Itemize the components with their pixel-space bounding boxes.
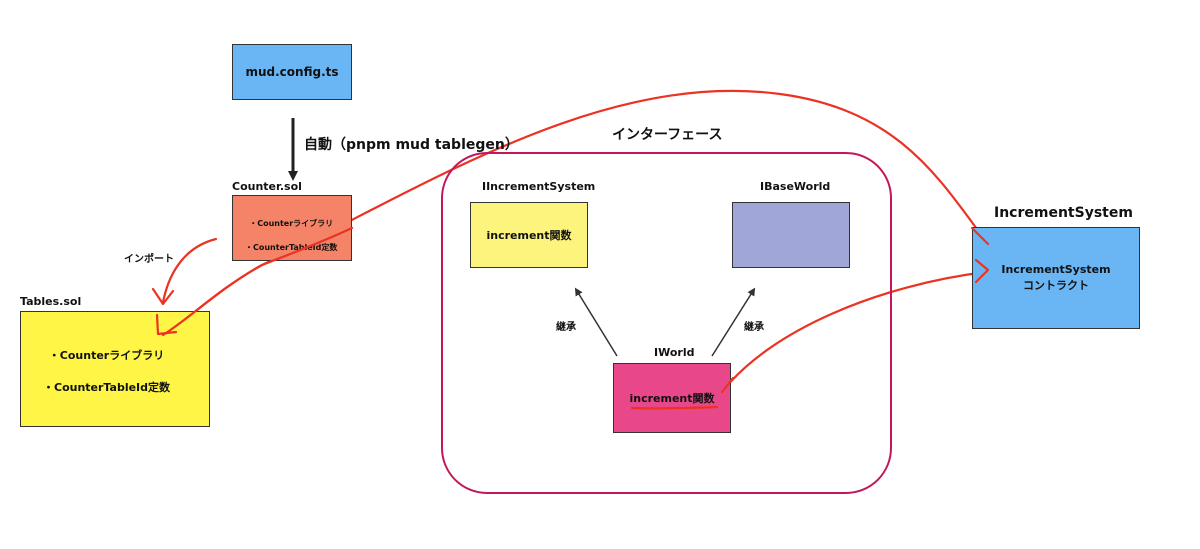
autogen-label: 自動（pnpm mud tablegen）	[304, 137, 519, 153]
increment-system-box: IncrementSystem コントラクト	[972, 227, 1140, 329]
iworld-body: increment関数	[629, 392, 715, 405]
counter-sol-box: ・Counterライブラリ ・CounterTableId定数	[232, 195, 352, 261]
counter-sol-title: Counter.sol	[232, 180, 302, 193]
inherit-label-right: 継承	[744, 322, 764, 333]
import-label: インポート	[124, 254, 174, 265]
counter-sol-list: ・Counterライブラリ ・CounterTableId定数	[245, 212, 337, 260]
iincrement-box: increment関数	[470, 202, 588, 268]
iincrement-title: IIncrementSystem	[482, 180, 596, 193]
tables-sol-item-tableid: ・CounterTableId定数	[43, 381, 171, 394]
tables-sol-item-library: ・Counterライブラリ	[48, 349, 165, 362]
counter-sol-item-library: ・Counterライブラリ	[249, 219, 334, 228]
ibaseworld-title: IBaseWorld	[760, 180, 831, 193]
increment-system-title: IncrementSystem	[994, 205, 1133, 221]
inherit-arrow-right	[711, 287, 756, 357]
increment-system-body-line1: IncrementSystem	[1001, 263, 1111, 276]
iworld-box: increment関数	[613, 363, 731, 433]
inherit-label-left: 継承	[556, 322, 576, 333]
mud-config-box: mud.config.ts	[232, 44, 352, 100]
iincrement-body: increment関数	[486, 229, 572, 242]
tables-sol-box: ・Counterライブラリ ・CounterTableId定数	[20, 311, 210, 427]
iworld-title: IWorld	[654, 346, 695, 359]
mud-config-label: mud.config.ts	[245, 65, 339, 79]
increment-system-body-line2: コントラクト	[1023, 279, 1089, 292]
call-arrow	[720, 270, 988, 394]
counter-sol-item-tableid: ・CounterTableId定数	[245, 243, 338, 252]
interface-group-frame	[441, 152, 892, 494]
tables-sol-list: ・Counterライブラリ ・CounterTableId定数	[43, 340, 170, 404]
ibaseworld-box	[732, 202, 850, 268]
inherit-arrow-left	[574, 287, 618, 357]
interface-group-title: インターフェース	[612, 127, 723, 143]
tables-sol-title: Tables.sol	[20, 295, 82, 308]
